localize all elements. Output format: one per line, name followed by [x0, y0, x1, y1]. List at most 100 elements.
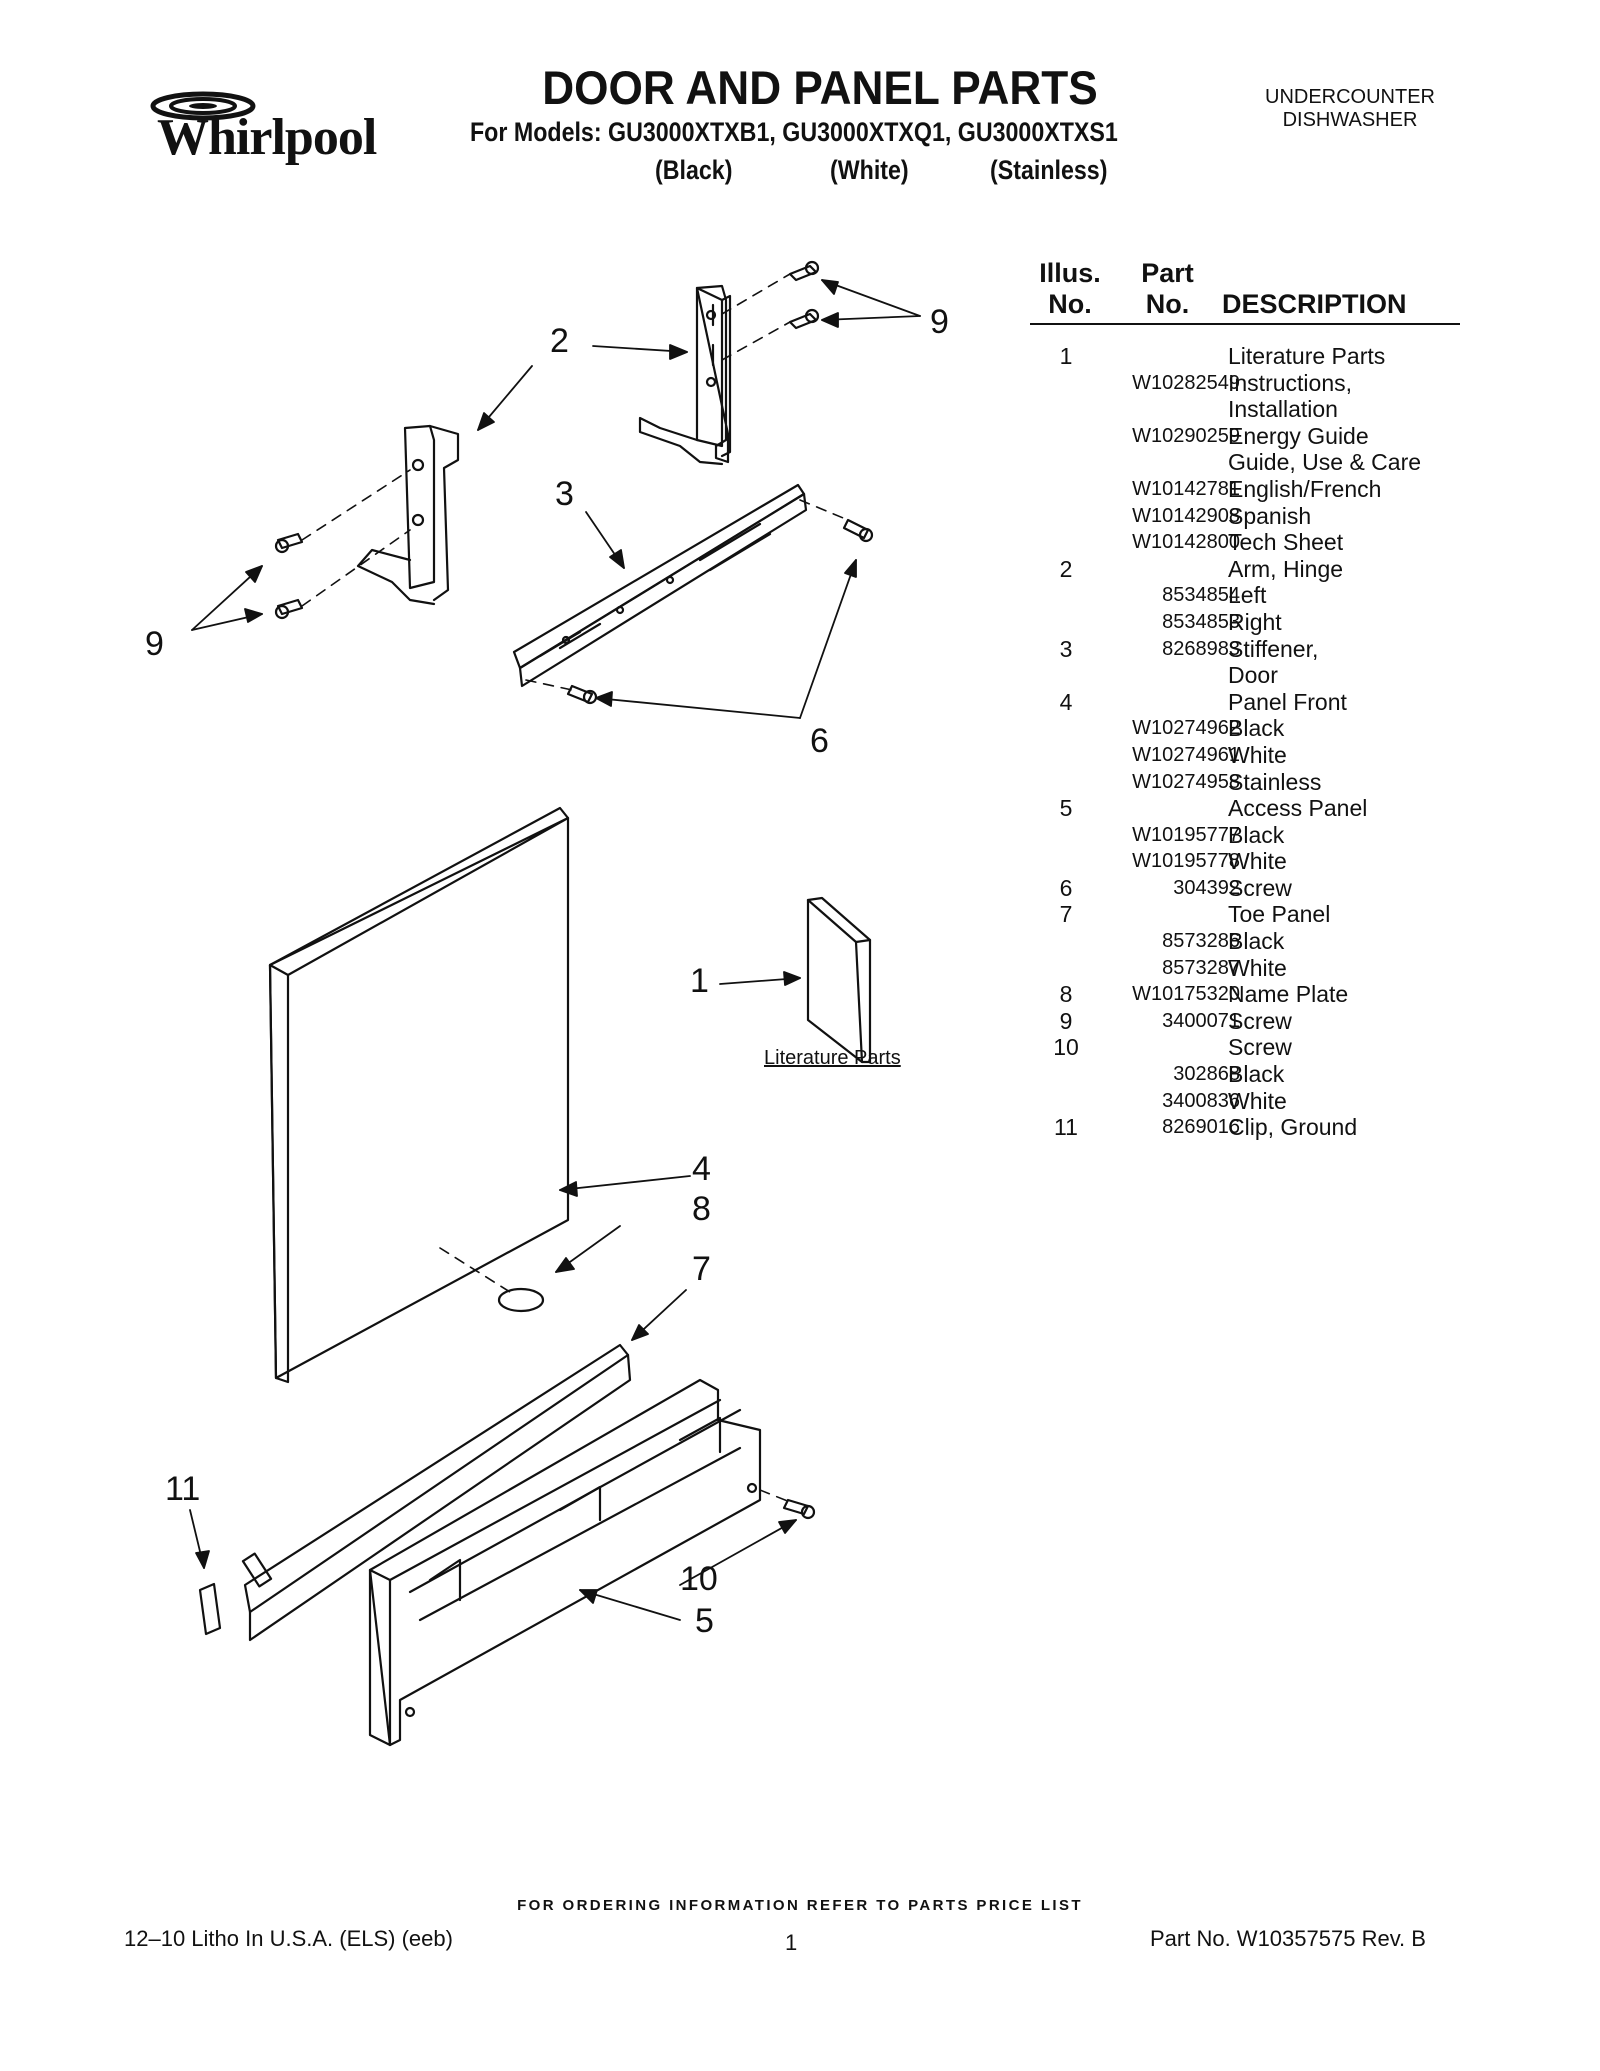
callout-7: 7 [692, 1250, 711, 1288]
part-number: W10142908 [1132, 504, 1240, 527]
callout-2: 2 [550, 322, 569, 360]
part-description: White [1228, 848, 1287, 875]
callout-8: 8 [692, 1190, 711, 1228]
part-description: Tech Sheet [1228, 529, 1344, 556]
part-number: 3400071 [1162, 1009, 1240, 1032]
part-description: Spanish [1228, 502, 1312, 529]
ordering-note: FOR ORDERING INFORMATION REFER TO PARTS … [517, 1897, 1083, 1914]
header-part: Part No. [1115, 258, 1220, 320]
name-plate [497, 1287, 545, 1313]
document-part-number: Part No. W10357575 Rev. B [1150, 1926, 1426, 1951]
category-line-2: DISHWASHER [1282, 109, 1418, 131]
callout-10: 10 [680, 1560, 718, 1598]
callout-9-top: 9 [930, 303, 949, 341]
header-part-line1: Part [1141, 258, 1194, 288]
part-number: 302868 [1173, 1063, 1240, 1086]
litho-info: 12–10 Litho In U.S.A. (ELS) (eeb) [124, 1926, 453, 1951]
callout-1: 1 [690, 962, 709, 1000]
alignment-lines [301, 273, 849, 1503]
part-description: Screw [1228, 1034, 1292, 1061]
illus-number: 3 [1059, 635, 1073, 662]
part-number: W10142781 [1132, 477, 1240, 500]
table-row: 10 Screw [1030, 1034, 1460, 1061]
leader-lines [189, 279, 921, 1621]
part-number: W10282549 [1132, 371, 1240, 394]
callout-3: 3 [555, 475, 574, 513]
illus-number: 9 [1059, 1007, 1073, 1034]
part-description: Black [1228, 715, 1285, 742]
part-description: Door [1228, 662, 1278, 689]
page-title: DOOR AND PANEL PARTS [542, 61, 1098, 114]
header-description: DESCRIPTION [1222, 289, 1407, 319]
variant-black: (Black) [655, 155, 733, 185]
page-number: 1 [785, 1930, 798, 1955]
callout-6: 6 [810, 722, 829, 760]
part-description: Left [1228, 582, 1267, 609]
part-description: White [1228, 741, 1287, 768]
literature-book [806, 896, 872, 1064]
hinge-arm-right [638, 284, 732, 466]
part-number: 304392 [1173, 876, 1240, 899]
access-panel [368, 1378, 762, 1747]
illus-number: 10 [1053, 1034, 1079, 1061]
callout-9-left: 9 [145, 625, 164, 663]
illus-number: 11 [1054, 1114, 1078, 1141]
part-description: Installation [1228, 396, 1338, 423]
header-illus-line2: No. [1048, 289, 1092, 319]
illus-number: 2 [1059, 555, 1073, 582]
category-line-1: UNDERCOUNTER [1265, 86, 1435, 108]
part-description: Name Plate [1228, 981, 1349, 1008]
illus-number: 8 [1059, 981, 1073, 1008]
callout-11: 11 [165, 1470, 201, 1508]
part-number: 8268983 [1162, 637, 1240, 660]
illus-number: 4 [1059, 688, 1073, 715]
part-description: Panel Front [1228, 688, 1347, 715]
part-description: Black [1228, 1061, 1285, 1088]
part-number: W10274961 [1132, 743, 1240, 766]
product-category: UNDERCOUNTER DISHWASHER [1250, 86, 1450, 132]
part-number: 3400836 [1162, 1089, 1240, 1112]
header-rule [1030, 323, 1460, 325]
header-illus-line1: Illus. [1039, 258, 1101, 288]
part-number: W10195778 [1132, 850, 1240, 873]
part-description: White [1228, 1087, 1287, 1114]
illus-number: 1 [1059, 343, 1073, 369]
part-number: 8269016 [1162, 1116, 1240, 1139]
models-line: For Models: GU3000XTXB1, GU3000XTXQ1, GU… [470, 117, 1118, 147]
variant-stainless: (Stainless) [990, 155, 1108, 185]
part-number: 8573287 [1162, 956, 1240, 979]
part-description: White [1228, 954, 1287, 981]
part-description: Clip, Ground [1228, 1114, 1358, 1141]
part-number: W10290259 [1132, 424, 1240, 447]
part-description: Right [1228, 608, 1282, 635]
variant-white: (White) [830, 155, 909, 185]
part-description: Instructions, [1228, 369, 1352, 396]
part-number: W10175320 [1132, 983, 1240, 1006]
part-description: Guide, Use & Care [1228, 449, 1422, 476]
part-number: 8534853 [1162, 610, 1240, 633]
ground-clip [198, 1582, 222, 1636]
part-description: Toe Panel [1228, 901, 1331, 928]
part-number: W10274962 [1132, 717, 1240, 740]
door-stiffener [512, 483, 808, 688]
